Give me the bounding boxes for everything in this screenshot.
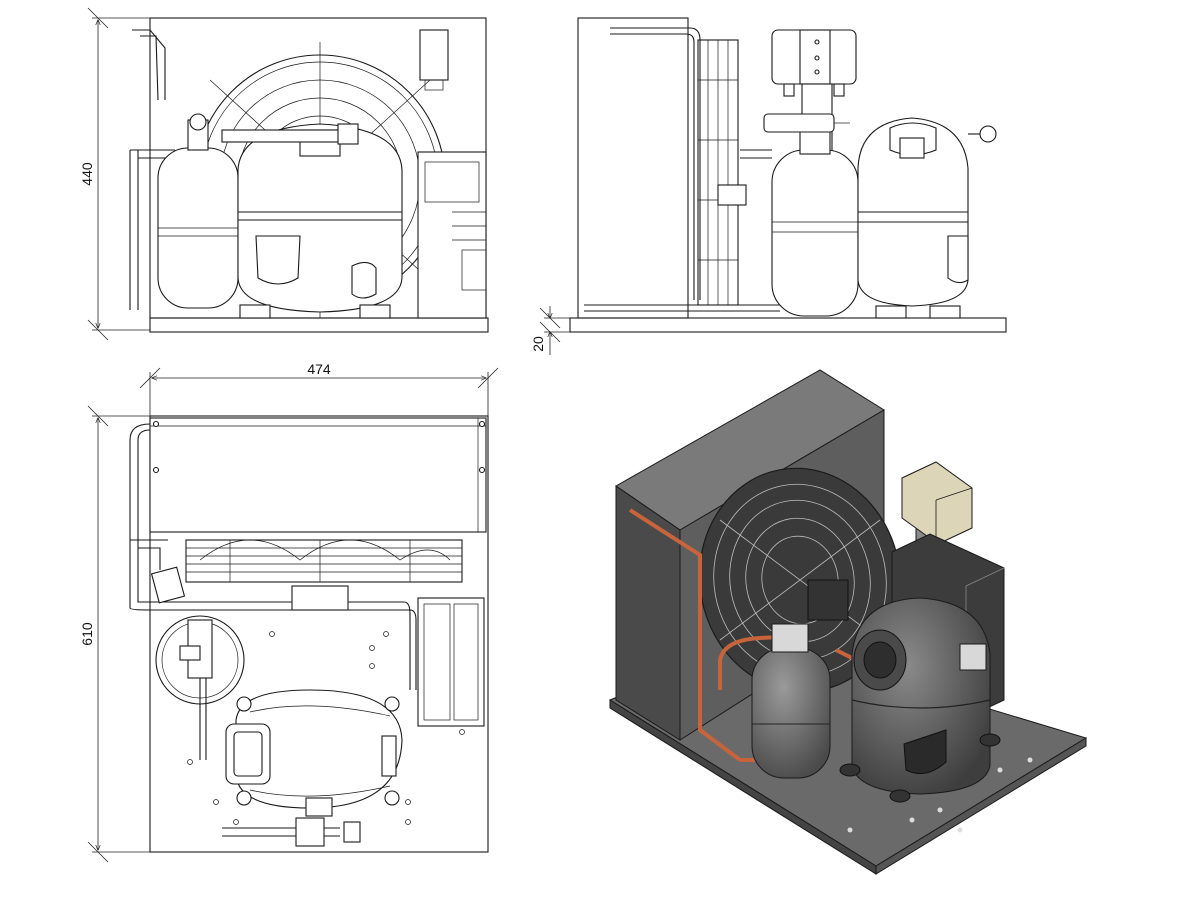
width-dimension: 474: [139, 361, 499, 416]
side-fan-guard: [697, 39, 747, 306]
front-compressor: [221, 123, 403, 313]
top-view: 474 610: [79, 361, 499, 863]
side-view: 20: [530, 17, 1007, 355]
side-receiver: [740, 113, 859, 317]
base-dimension: 20: [530, 306, 570, 355]
depth-dimension: 610: [79, 405, 150, 863]
iso-compressor: [839, 597, 1001, 803]
iso-receiver: [751, 623, 831, 779]
width-dimension-label: 474: [307, 361, 331, 377]
height-dimension: 440: [79, 7, 150, 341]
isometric-view: [608, 369, 1088, 875]
top-compressor: [225, 689, 403, 817]
depth-dimension-label: 610: [79, 622, 95, 646]
top-condenser: [149, 417, 487, 533]
front-receiver: [157, 113, 239, 309]
base-dimension-label: 20: [530, 336, 546, 352]
side-compressor: [857, 117, 997, 307]
top-control-box: [417, 597, 485, 727]
top-fan-guard: [185, 539, 463, 583]
top-receiver: [155, 615, 245, 760]
height-dimension-label: 440: [79, 162, 95, 186]
front-view: 440: [79, 7, 489, 341]
top-mounting-holes: [187, 631, 465, 825]
